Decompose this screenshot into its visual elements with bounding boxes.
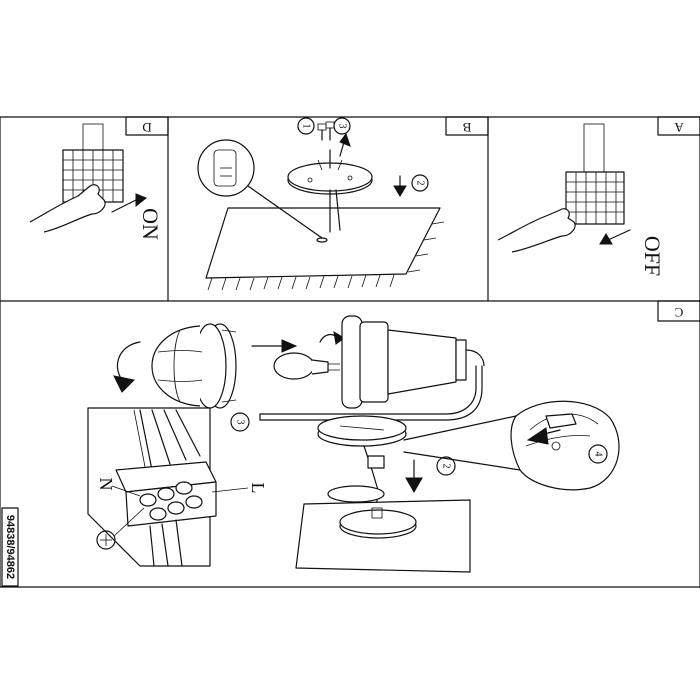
panel-d: ON [29,123,163,240]
sheet-frame [0,116,700,588]
insert-arrow-icon [281,339,298,353]
lamp-arm [259,365,483,421]
switch-arrow-head-icon [135,193,147,208]
panel-letter-a: A [674,120,684,135]
hand-icon [29,184,106,233]
panel-a: OFF [497,123,665,276]
panel-b: 1 2 3 [197,117,445,291]
step-number-b-2: 2 [415,181,426,186]
switch-arrow-icon [111,199,137,213]
panel-letter-d: D [142,120,151,135]
terminal-label-live: L [248,483,268,494]
glass-globe [151,323,237,409]
lamp-head [341,315,485,409]
panel-letter-b: B [462,120,471,135]
panel-letter-box-a: A [657,116,700,136]
light-bulb-icon [273,331,345,380]
hand-icon [497,208,576,253]
switch-arrow-head-icon [599,233,613,245]
earth-symbol-icon [96,530,116,550]
switch-arrow-icon [607,229,631,241]
wiring-detail-inset: N L [87,407,268,567]
step-number-b-3: 3 [337,124,348,129]
switch-label-off: OFF [640,236,665,276]
step-number-c-3: 3 [235,420,246,425]
panel-letter-box-d: D [125,116,169,136]
rotate-arrow-icon [116,341,141,383]
fit-arrow-icon [405,477,423,494]
ceiling-hatching [207,221,445,291]
model-code-tag: 94838/94862 [1,507,19,587]
model-code: 94838/94862 [4,515,16,579]
terminal-label-neutral: N [96,478,116,491]
ceiling-surface [205,207,441,279]
push-arrow-icon [393,185,407,197]
fuse-box-icon [565,123,625,225]
panel-letter-box-c: C [657,300,700,322]
step-number-c-4: 4 [593,452,604,457]
lift-arrow-icon [339,141,345,157]
switch-label-on: ON [138,208,163,240]
screw-icons [317,121,335,141]
detail-leader-line [247,185,323,239]
panel-letter-box-b: B [445,116,489,136]
step-number-c-2: 2 [441,464,452,469]
step-number-b-1: 1 [301,124,312,129]
connector-block [367,455,385,469]
panel-c: 3 2 4 [87,315,620,573]
tighten-arrow-icon [526,427,549,445]
panel-letter-c: C [675,305,684,320]
